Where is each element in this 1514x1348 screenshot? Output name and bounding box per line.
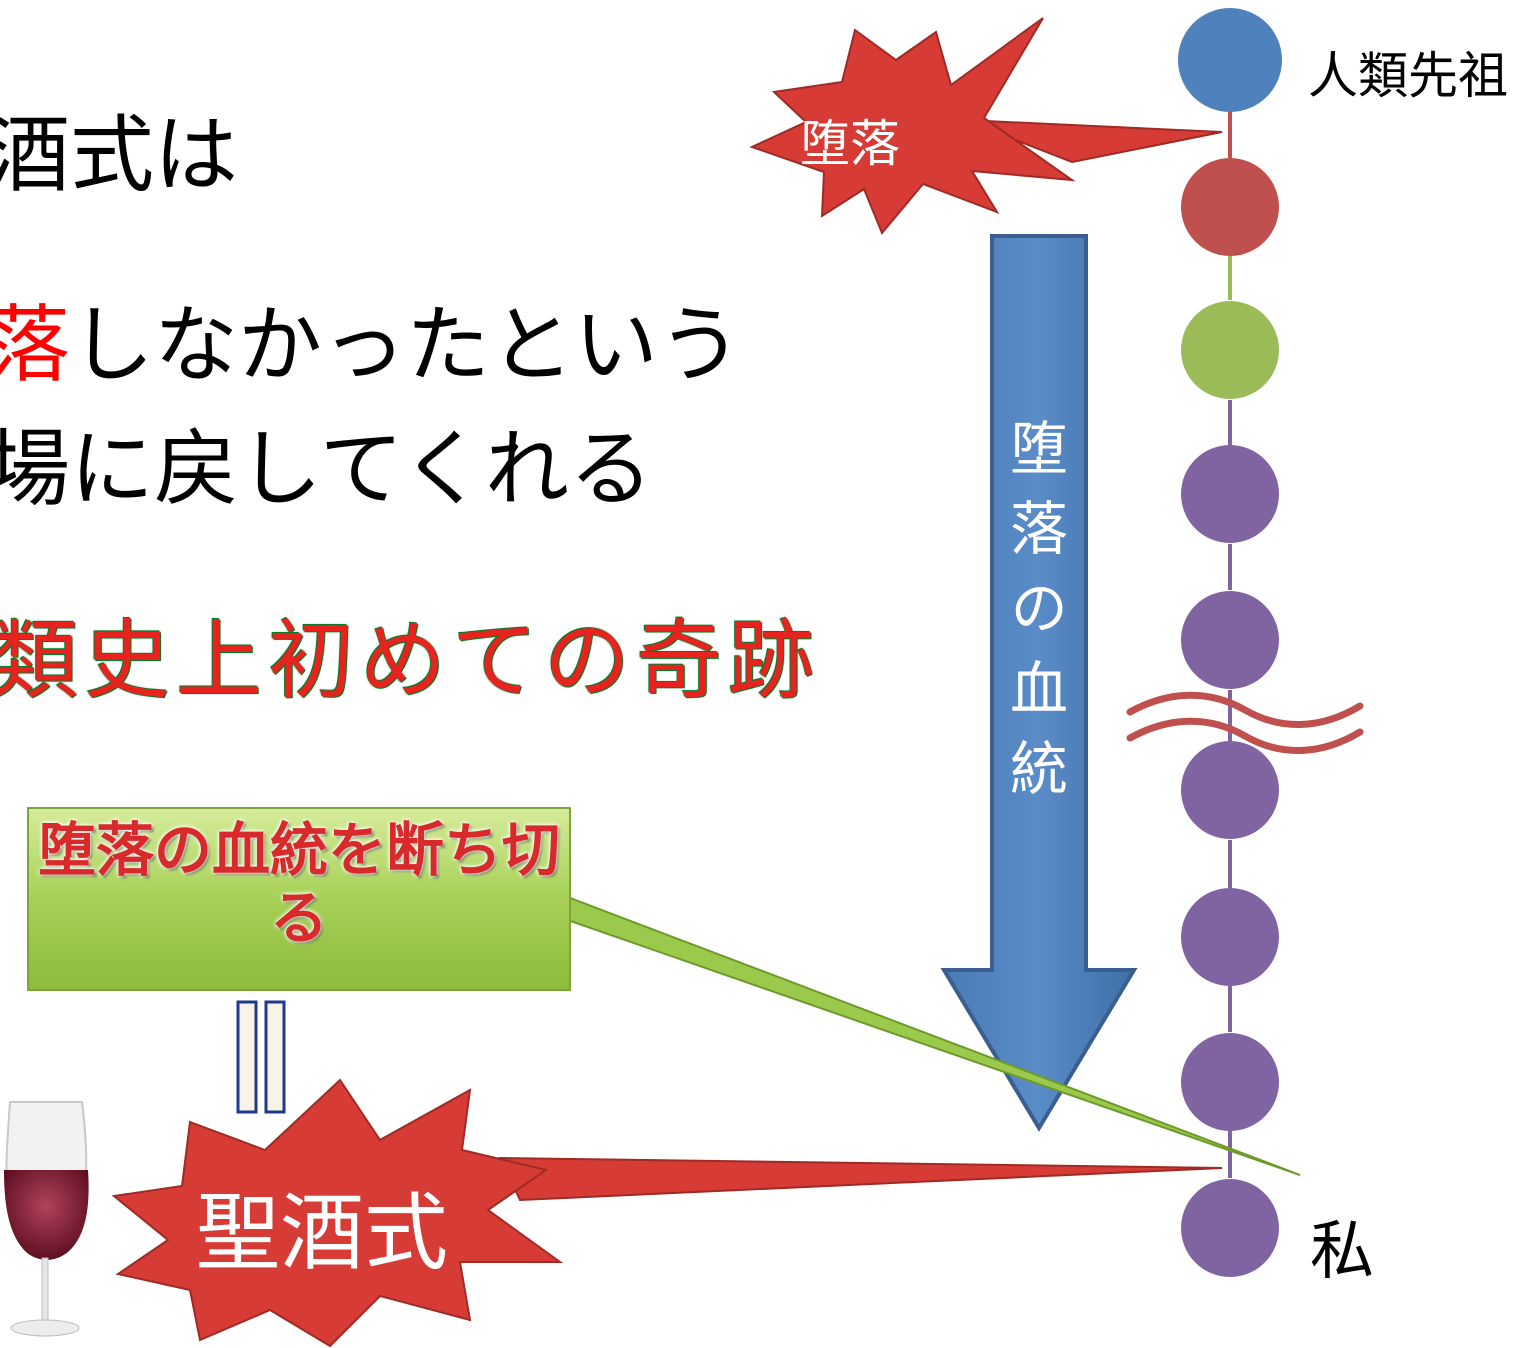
fall-highlight: 落 xyxy=(0,296,71,394)
node-me xyxy=(1181,1179,1279,1277)
headline-line-2: 落しなかったという xyxy=(0,278,742,399)
fall-burst xyxy=(749,17,1223,235)
miracle-line: 類史上初めての奇跡 xyxy=(0,611,820,711)
node-7 xyxy=(1181,888,1279,986)
node-5 xyxy=(1181,591,1279,689)
lineage-arrow xyxy=(940,234,1138,1132)
fall-burst-label: 堕落 xyxy=(800,115,900,173)
node-8 xyxy=(1181,1033,1279,1131)
me-label: 私 xyxy=(1310,1215,1374,1289)
headline-line-1: 酒式は xyxy=(0,106,239,204)
headline-line-2-rest: しなかったという xyxy=(70,296,743,394)
node-3 xyxy=(1181,301,1279,399)
wine-glass-icon xyxy=(4,1101,89,1337)
cut-lineage-box xyxy=(27,807,1301,1176)
ancestor-label: 人類先祖 xyxy=(1308,47,1508,105)
node-2 xyxy=(1181,158,1279,256)
node-ancestor xyxy=(1178,8,1282,112)
node-6 xyxy=(1181,741,1279,839)
break-wave xyxy=(1126,691,1364,754)
node-4 xyxy=(1181,445,1279,543)
cut-lineage-label: 堕落の血統を断ち切る xyxy=(37,816,560,952)
communion-burst-label: 聖酒式 xyxy=(196,1184,449,1282)
equals-sign xyxy=(236,1000,286,1114)
lineage-arrow-label: 堕落の血統 xyxy=(1000,418,1068,818)
communion-burst xyxy=(111,1078,1223,1348)
chain-nodes xyxy=(1178,8,1282,1277)
headline-line-3: 場に戻してくれる xyxy=(0,420,653,518)
